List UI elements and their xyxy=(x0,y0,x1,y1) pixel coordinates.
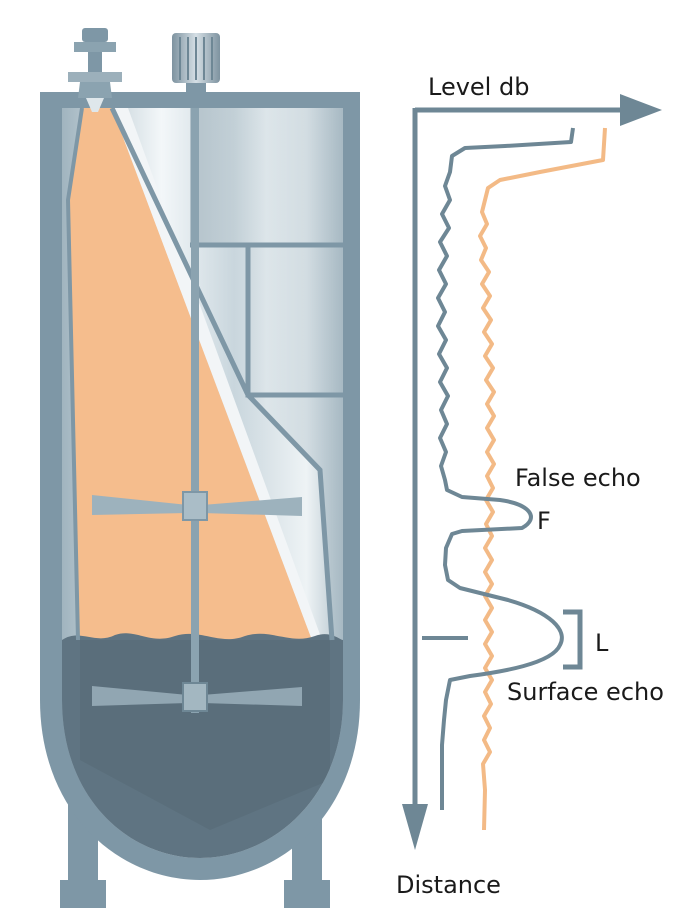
reference-curve xyxy=(478,127,607,831)
level-axis-arrow xyxy=(620,94,662,126)
surface-echo-label: Surface echo xyxy=(507,678,664,706)
agitator-motor-icon xyxy=(172,33,220,93)
echo-graph xyxy=(402,94,662,850)
level-axis-label: Level db xyxy=(428,73,529,101)
distance-axis-arrow xyxy=(402,804,428,850)
echo-curve xyxy=(436,127,575,810)
tank xyxy=(40,92,360,908)
level-marker: L xyxy=(595,629,609,657)
distance-axis-label: Distance xyxy=(396,871,501,899)
false-echo-label: False echo xyxy=(515,464,641,492)
level-bracket xyxy=(563,609,583,670)
agitator xyxy=(92,108,302,713)
agitator-shaft xyxy=(191,108,199,713)
false-echo-marker: F xyxy=(537,507,551,535)
radar-sensor-icon xyxy=(68,28,122,112)
